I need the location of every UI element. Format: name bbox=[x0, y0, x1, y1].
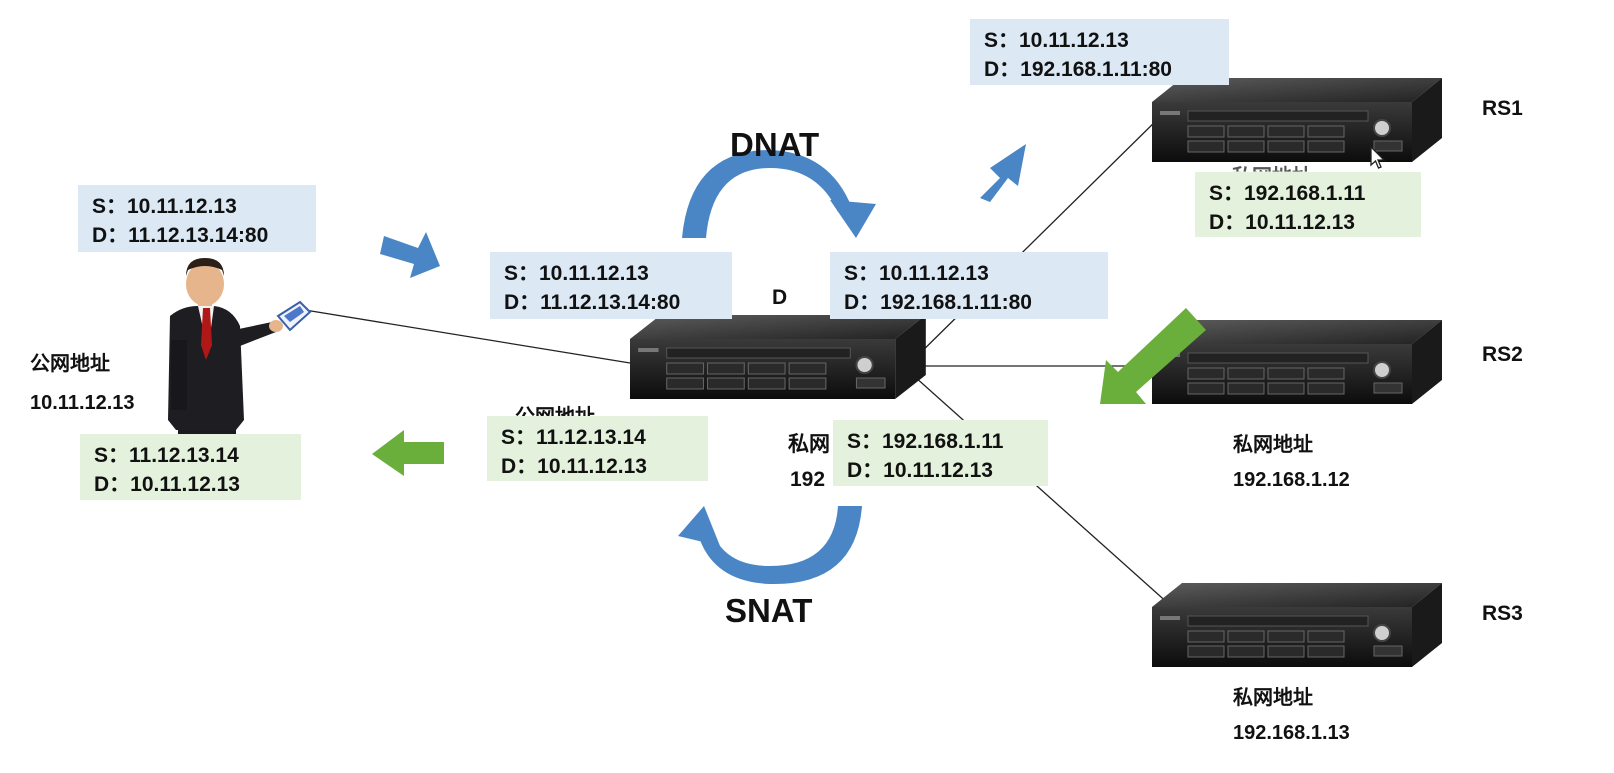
packet-destination: D：11.12.13.14:80 bbox=[92, 224, 269, 247]
packet-destination: D：10.11.12.13 bbox=[501, 455, 647, 478]
server-director bbox=[628, 313, 927, 401]
packet-source: S：11.12.13.14 bbox=[94, 444, 239, 467]
packet-destination: D：10.11.12.13 bbox=[847, 459, 993, 482]
snat-label: SNAT bbox=[725, 592, 813, 629]
director-label: D bbox=[772, 286, 788, 309]
packet-source: S：192.168.1.11 bbox=[847, 430, 1004, 453]
client-public-label: 公网地址 bbox=[30, 353, 110, 375]
link-client-director bbox=[304, 309, 631, 364]
dnat-arc-arrow-icon bbox=[682, 150, 876, 238]
packet-source: S：192.168.1.11 bbox=[1209, 182, 1366, 205]
reply-arrow-down-left-icon bbox=[1100, 308, 1206, 404]
dnat-label: DNAT bbox=[730, 126, 820, 163]
rs3-private-label: 私网地址 bbox=[1233, 687, 1313, 709]
director-private-label: 私网 bbox=[788, 433, 830, 456]
rs2-label: RS2 bbox=[1482, 343, 1523, 366]
link-director-rs1 bbox=[904, 111, 1166, 369]
request-arrow-right-icon bbox=[380, 232, 440, 278]
snat-arc-arrow-icon bbox=[678, 506, 862, 585]
packet-destination: D：10.11.12.13 bbox=[94, 473, 240, 496]
packet-before-snat: S：192.168.1.11 D：10.11.12.13 bbox=[833, 420, 1048, 486]
packet-to-rs1: S：10.11.12.13 D：192.168.1.11:80 bbox=[970, 19, 1229, 85]
reply-arrow-left-icon bbox=[372, 430, 444, 476]
rs1-label: RS1 bbox=[1482, 97, 1523, 120]
request-arrow-up-right-icon bbox=[980, 144, 1026, 202]
server-rs3 bbox=[1151, 582, 1443, 668]
rs2-private-label: 私网地址 bbox=[1233, 434, 1313, 456]
packet-client-in: S：11.12.13.14 D：10.11.12.13 bbox=[80, 434, 301, 500]
packet-destination: D：192.168.1.11:80 bbox=[984, 58, 1172, 81]
packet-source: S：11.12.13.14 bbox=[501, 426, 646, 449]
packet-source: S：10.11.12.13 bbox=[504, 262, 649, 285]
director-ip-label: 192 bbox=[790, 468, 826, 491]
rs3-ip-label: 192.168.1.13 bbox=[1233, 722, 1350, 744]
packet-after-dnat: S：10.11.12.13 D：192.168.1.11:80 bbox=[830, 252, 1108, 319]
link-director-rs3 bbox=[904, 367, 1171, 606]
packet-source: S：10.11.12.13 bbox=[984, 29, 1129, 52]
packet-destination: D：192.168.1.11:80 bbox=[844, 291, 1032, 314]
mouse-cursor-icon bbox=[1370, 146, 1386, 169]
client-ip-label: 10.11.12.13 bbox=[30, 392, 135, 414]
packet-destination: D：10.11.12.13 bbox=[1209, 211, 1355, 234]
rs3-label: RS3 bbox=[1482, 602, 1523, 625]
packet-destination: D：11.12.13.14:80 bbox=[504, 291, 681, 314]
rs1-private-label: 私网地址 bbox=[1232, 160, 1312, 172]
packet-client-out: S：10.11.12.13 D：11.12.13.14:80 bbox=[78, 185, 316, 252]
server-rs1 bbox=[1151, 77, 1443, 163]
packet-director-in: S：10.11.12.13 D：11.12.13.14:80 bbox=[490, 252, 732, 319]
packet-after-snat: S：11.12.13.14 D：10.11.12.13 bbox=[487, 416, 708, 481]
packet-source: S：10.11.12.13 bbox=[844, 262, 989, 285]
packet-source: S：10.11.12.13 bbox=[92, 195, 237, 218]
rs2-ip-label: 192.168.1.12 bbox=[1233, 469, 1350, 491]
packet-rs1-reply: S：192.168.1.11 D：10.11.12.13 bbox=[1195, 172, 1421, 237]
